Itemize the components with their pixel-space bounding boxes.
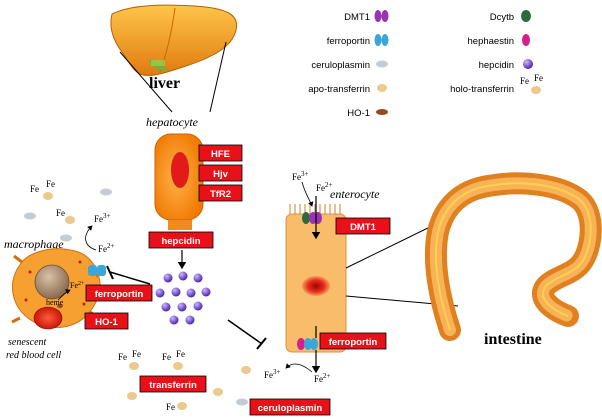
ho1-box: HO-1 <box>84 312 129 330</box>
hepcidin-molecules <box>155 271 211 325</box>
inhibit-bar-1 <box>106 265 114 280</box>
legend-ceruloplasmin-icon <box>376 60 388 68</box>
transferrin-box-label: transferrin <box>149 380 197 391</box>
fe-text: Fe <box>132 349 141 359</box>
intestine-label: intestine <box>484 331 542 348</box>
legend-holo-transferrin-icon <box>531 86 541 94</box>
hfe-box: HFE <box>198 144 243 162</box>
legend-dcytb-icon <box>521 10 531 22</box>
ent-fe2-top: Fe2+ <box>316 181 333 193</box>
senescent-label-2: red blood cell <box>6 350 61 361</box>
ferroportin-enterocyte-box: ferroportin <box>319 332 387 350</box>
legend-ho1-icon <box>376 109 388 115</box>
hepcidin-box: hepcidin <box>148 231 214 249</box>
ent-fe2-bottom: Fe2+ <box>314 372 331 384</box>
fe-text: Fe <box>534 73 543 83</box>
macrophage-plasma-iron: Fe Fe Fe Fe3+ Fe2+ <box>24 179 115 254</box>
legend-dcytb-label: Dcytb <box>490 12 514 23</box>
enterocyte-cell: enterocyte Fe3+ Fe2+ Fe3+ Fe2+ <box>264 170 380 384</box>
legend-ferroportin-label: ferroportin <box>327 36 370 47</box>
senescent-label-1: senescent <box>8 337 47 348</box>
ferroportin-mac-label: ferroportin <box>95 289 144 300</box>
mac-fe2: Fe2+ <box>98 242 115 254</box>
hepcidin-box-label: hepcidin <box>161 236 200 247</box>
hjv-box: Hjv <box>198 164 243 182</box>
dmt1-box-label: DMT1 <box>350 222 377 233</box>
legend-ho1-label: HO-1 <box>347 108 370 119</box>
tfr2-label: TfR2 <box>210 189 231 200</box>
hjv-label: Hjv <box>213 169 229 180</box>
transferrin-box: transferrin <box>139 375 207 393</box>
hfe-label: HFE <box>211 149 230 160</box>
intestine-connector-top <box>345 223 437 269</box>
mac-fe2-inner: Fe2+ <box>70 281 85 290</box>
inhibit-enterocyte-ferroportin <box>227 319 263 345</box>
legend-ferroportin-icon <box>374 34 382 46</box>
macrophage-cell: macrophage heme Fe2+ senescent red blood… <box>4 237 106 361</box>
fe-text: Fe <box>118 352 127 362</box>
ho1-label: HO-1 <box>95 317 118 328</box>
legend-ceruloplasmin-label: ceruloplasmin <box>311 60 370 71</box>
ferroportin-macrophage-box: ferroportin <box>85 284 153 302</box>
legend-hephaestin-label: hephaestin <box>468 36 514 47</box>
fe-text: Fe <box>176 349 185 359</box>
plasma-proteins: Fe Fe Fe Fe Fe <box>118 349 251 412</box>
inhibit-macrophage-ferroportin <box>109 271 151 285</box>
legend-holo-transferrin-label: holo-transferrin <box>450 84 514 95</box>
liver-connector-right <box>209 41 227 113</box>
legend-dmt1-icon <box>374 10 382 22</box>
legend-apo-transferrin-label: apo-transferrin <box>308 84 370 95</box>
enterocyte-label: enterocyte <box>330 187 380 201</box>
legend-dmt1-label: DMT1 <box>344 12 370 23</box>
ferroportin-ent-label: ferroportin <box>329 337 378 348</box>
fe-text: Fe <box>162 352 171 362</box>
fe-text: Fe <box>46 179 55 189</box>
ent-fe3: Fe3+ <box>292 170 309 182</box>
ceruloplasmin-box: ceruloplasmin <box>249 398 331 416</box>
liver-connector-left <box>119 51 173 113</box>
fe-text: Fe <box>166 402 175 412</box>
legend-hepcidin-icon <box>523 59 533 69</box>
tfr2-box: TfR2 <box>198 184 243 202</box>
dmt1-box: DMT1 <box>335 217 391 235</box>
fe-text: Fe <box>520 76 529 86</box>
mac-fe3: Fe3+ <box>94 212 111 224</box>
fe-text: Fe <box>30 184 39 194</box>
liver-label: liver <box>149 75 180 92</box>
legend-apo-transferrin-icon <box>377 84 387 92</box>
legend-hepcidin-label: hepcidin <box>479 60 514 71</box>
hepatocyte-label: hepatocyte <box>146 115 199 129</box>
ceruloplasmin-box-label: ceruloplasmin <box>258 403 323 414</box>
liver-illustration: liver <box>110 4 238 92</box>
fe-text: Fe <box>56 208 65 218</box>
intestine-illustration: intestine <box>424 172 602 348</box>
hepatocyte-cell: hepatocyte <box>146 115 204 230</box>
legend-hephaestin-icon <box>522 34 530 46</box>
ent-fe3-bottom: Fe3+ <box>264 368 281 380</box>
heme-label: heme <box>46 298 64 307</box>
macrophage-label: macrophage <box>4 237 64 251</box>
legend: DMT1 ferroportin ceruloplasmin apo-trans… <box>308 10 543 119</box>
inhibit-bar-2 <box>256 337 267 350</box>
